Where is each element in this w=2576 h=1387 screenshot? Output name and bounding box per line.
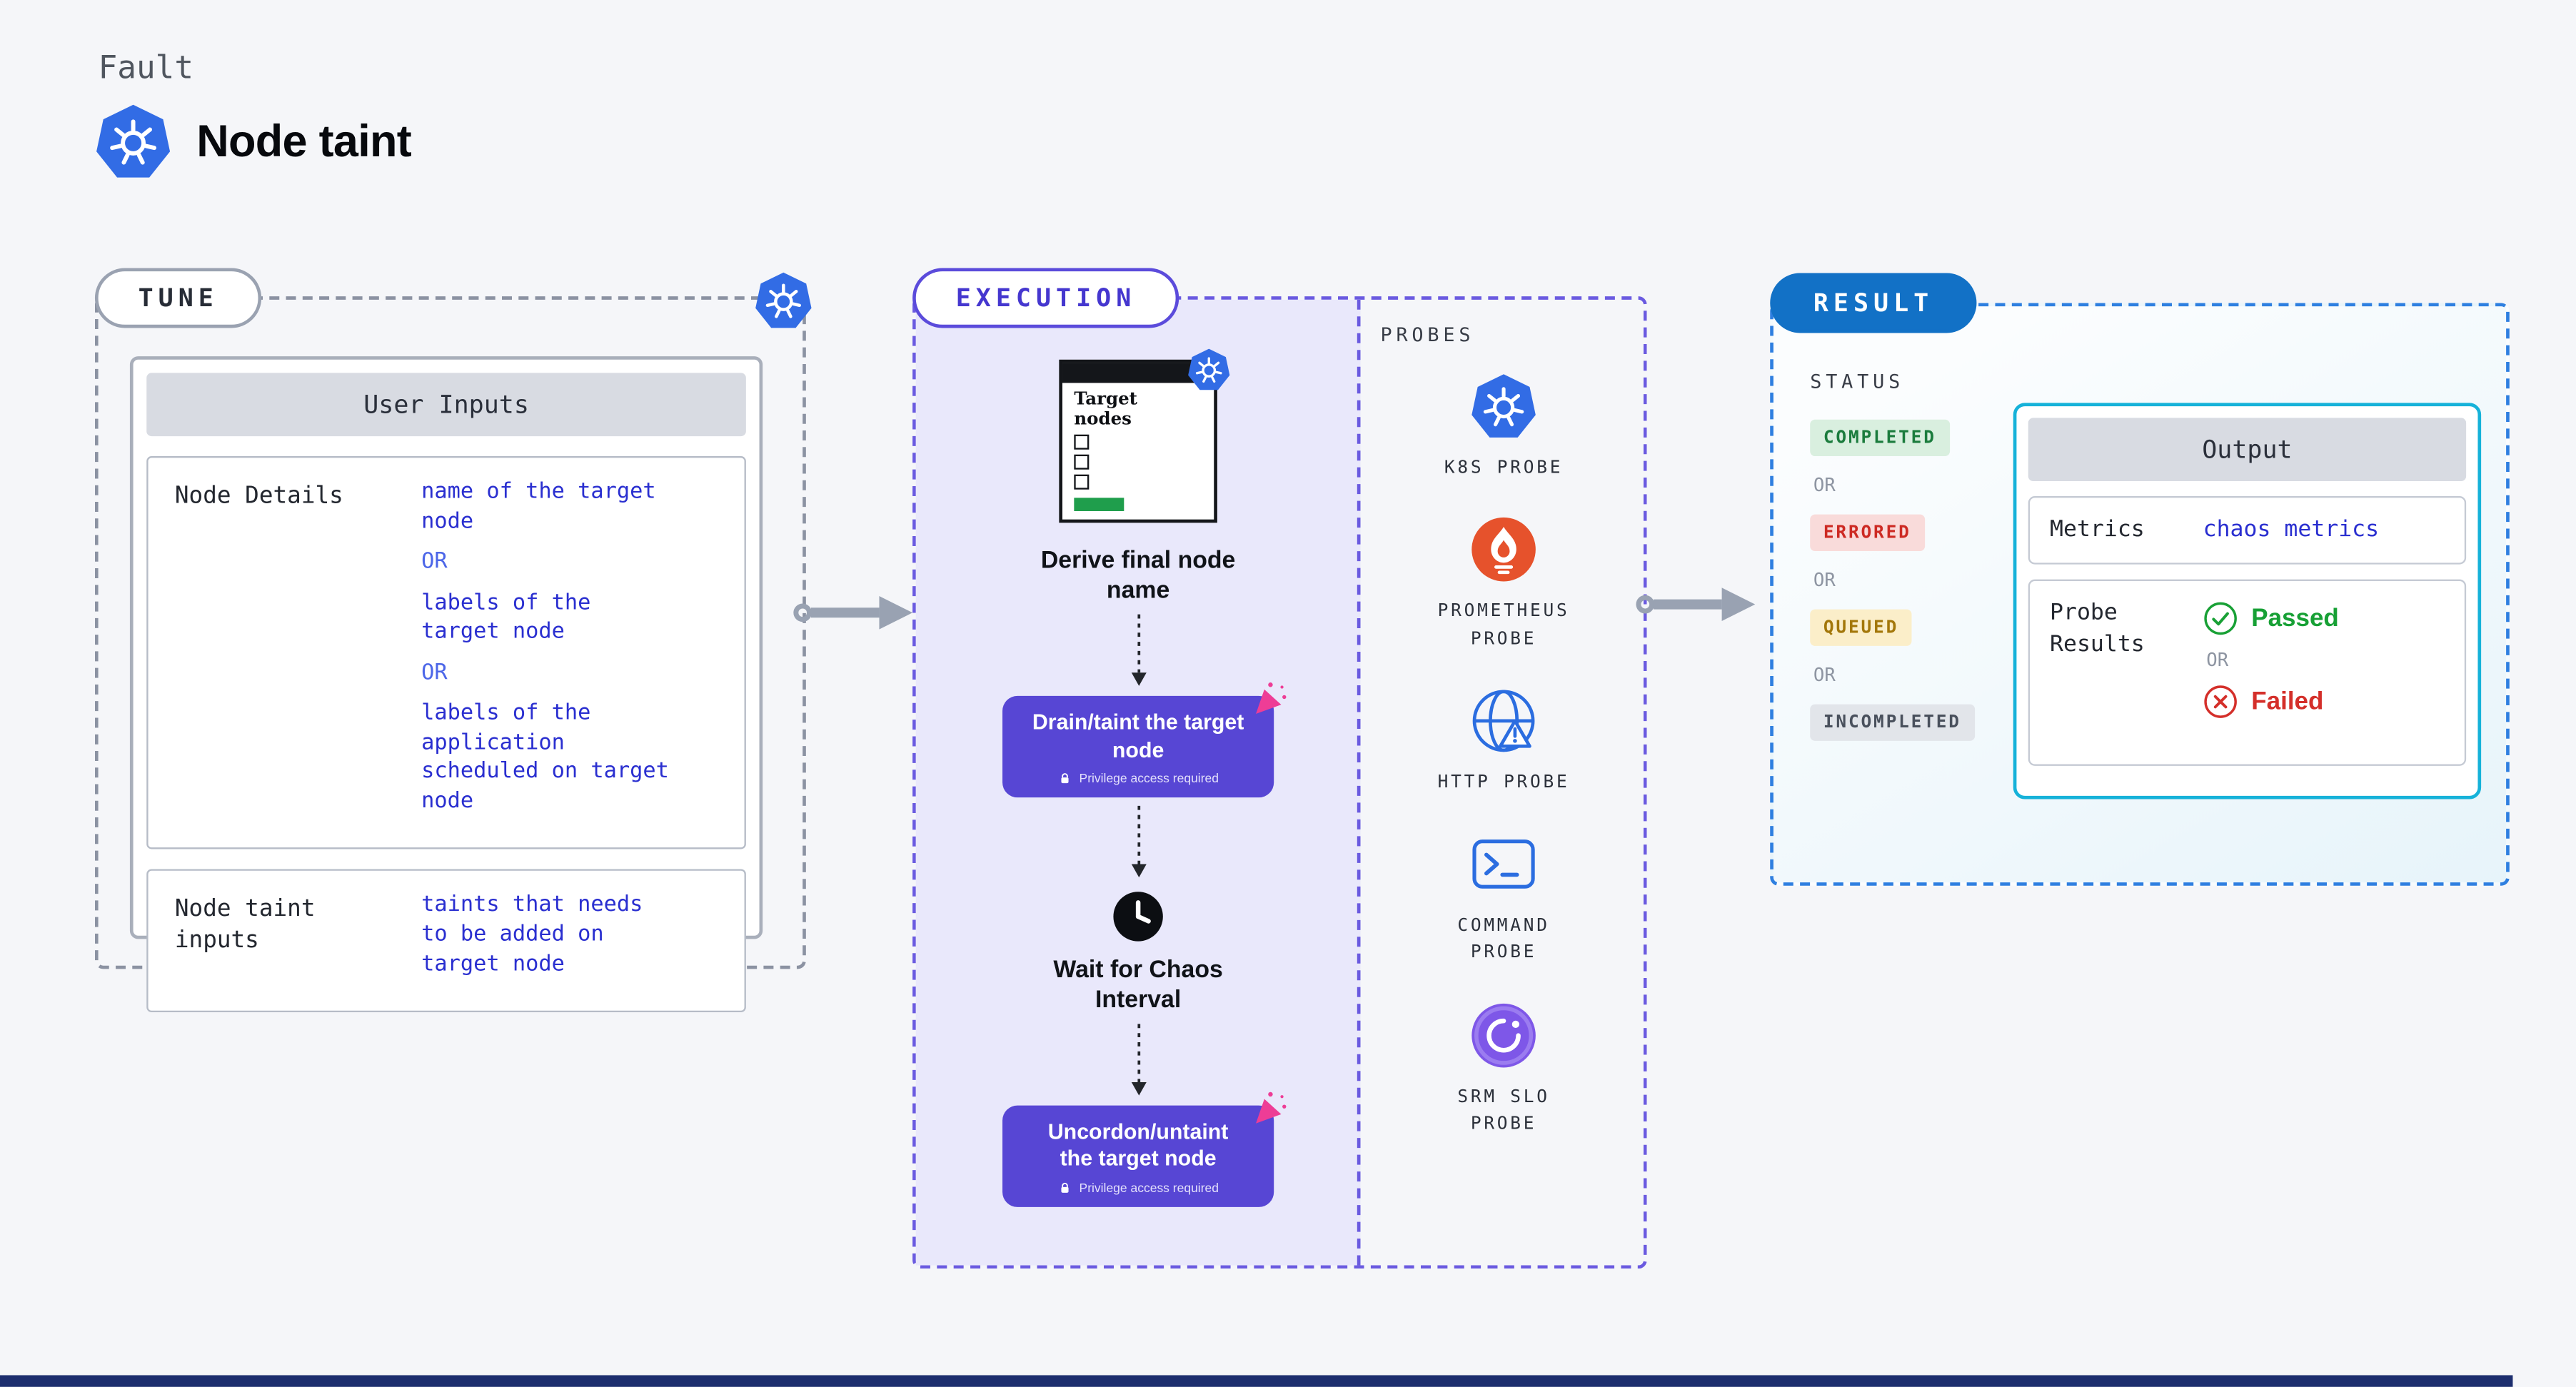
node-details-values: name of the target node OR labels of the… [421,478,724,828]
metrics-row: Metrics chaos metrics [2028,496,2467,565]
srm-slo-icon [1470,1002,1536,1068]
output-header: Output [2028,418,2467,482]
chaos-popper-icon [1251,681,1289,720]
flow-arrow-execution-to-result [1636,587,1756,621]
node-details-row: Node Details name of the target node OR … [146,456,746,850]
failed-label: Failed [2251,687,2324,716]
metrics-label: Metrics [2050,516,2145,543]
value-line: labels of the application scheduled on t… [421,701,669,814]
uncordon-untaint-node-step: Uncordon/untaint the target node Privile… [1002,1106,1274,1206]
passed-result: Passed [2203,601,2339,636]
page-title: Node taint [196,116,412,166]
x-circle-icon [2203,684,2238,719]
node-taint-inputs-label: Node taint inputs [174,896,316,955]
http-icon [1470,687,1536,754]
or-separator: OR [1813,474,1836,497]
privilege-note: Privilege access required [1079,1179,1219,1195]
clock-icon [1112,890,1164,942]
or-separator: OR [421,660,448,686]
checkbox-glyph [1074,474,1090,490]
fault-kicker: Fault [98,49,194,87]
probe-results-label: Probe Results [2050,599,2145,657]
lock-icon [1057,1179,1072,1194]
chaos-popper-icon [1251,1091,1289,1129]
kubernetes-icon [755,271,813,330]
probe-item-command: COMMAND PROBE [1424,831,1584,967]
probe-label: HTTP PROBE [1437,772,1570,792]
value-line: name of the target node [421,479,656,534]
wait-chaos-interval-step: Wait for Chaos Interval [1053,957,1223,1014]
step-label: Uncordon/untaint the target node [1047,1119,1229,1171]
probe-label: PROMETHEUS PROBE [1437,601,1570,649]
derive-node-step: Derive final node name [1040,548,1236,605]
probes-panel: PROBES K8S PROBE PROMETHEUS PROBE HTTP P… [1364,300,1644,1266]
checkbox-glyph [1074,435,1090,450]
tune-pill: TUNE [94,268,262,328]
or-separator: OR [421,549,448,575]
flow-arrow-tune-to-execution [793,595,913,630]
lock-icon [1057,770,1072,785]
value-line: labels of the target node [421,590,591,645]
target-nodes-title: Target nodes [1074,389,1138,430]
probe-label: COMMAND PROBE [1457,915,1550,963]
probe-label: SRM SLO PROBE [1457,1086,1550,1134]
passed-label: Passed [2251,604,2339,633]
probe-item-prometheus: PROMETHEUS PROBE [1424,517,1584,652]
target-nodes-card: Target nodes [1059,360,1217,523]
status-badge-completed: COMPLETED [1810,419,1950,457]
probe-item-http: HTTP PROBE [1424,687,1584,796]
prometheus-icon [1470,517,1536,583]
user-inputs-header: User Inputs [146,373,746,437]
status-badge-incompleted: INCOMPLETED [1810,704,1975,741]
metrics-value: chaos metrics [2203,516,2380,543]
status-heading: STATUS [1810,369,1905,393]
node-taint-inputs-row: Node taint inputs taints that needs to b… [146,869,746,1013]
or-separator: OR [1813,569,1836,591]
value-line: taints that needs to be added on target … [421,893,643,977]
down-arrow-icon [1130,615,1146,687]
kubernetes-icon [1187,348,1231,391]
status-badge-queued: QUEUED [1810,609,1912,646]
checkbox-glyph [1074,455,1090,470]
step-label: Drain/taint the target node [1032,710,1244,762]
failed-result: Failed [2203,684,2339,719]
probe-results-row: Probe Results Passed OR Failed [2028,579,2467,766]
execution-flow: Target nodes Derive final node name Drai… [916,300,1361,1266]
probes-heading: PROBES [1380,323,1475,347]
status-badge-errored: ERRORED [1810,514,1925,551]
title-row: Node taint [95,104,412,180]
probe-item-k8s: K8S PROBE [1424,373,1584,481]
execution-section: EXECUTION Target nodes Derive final node… [912,268,1647,1269]
progress-bar-glyph [1074,498,1125,512]
bottom-window-edge [0,1375,2513,1387]
result-section: RESULT STATUS COMPLETED OR ERRORED OR QU… [1770,273,2510,886]
kubernetes-icon [1470,373,1536,439]
command-icon [1470,831,1536,897]
down-arrow-icon [1130,1024,1146,1096]
kubernetes-logo-icon [95,104,171,180]
node-details-label: Node Details [174,483,343,510]
down-arrow-icon [1130,805,1146,877]
status-column: STATUS COMPLETED OR ERRORED OR QUEUED OR… [1810,369,1975,760]
drain-taint-node-step: Drain/taint the target node Privilege ac… [1002,696,1274,797]
result-pill: RESULT [1770,273,1977,333]
or-separator: OR [2206,649,2229,671]
or-separator: OR [1813,664,1836,686]
execution-pill: EXECUTION [912,268,1179,328]
node-taint-inputs-values: taints that needs to be added on target … [421,892,724,991]
privilege-note: Privilege access required [1079,770,1219,786]
user-inputs-table: User Inputs Node Details name of the tar… [129,356,763,1013]
tune-section: TUNE User Inputs Node Details name of th… [94,268,806,1013]
probe-item-srm-slo: SRM SLO PROBE [1424,1002,1584,1137]
check-circle-icon [2203,601,2238,636]
probe-label: K8S PROBE [1444,458,1564,478]
output-panel: Output Metrics chaos metrics Probe Resul… [2013,403,2482,800]
